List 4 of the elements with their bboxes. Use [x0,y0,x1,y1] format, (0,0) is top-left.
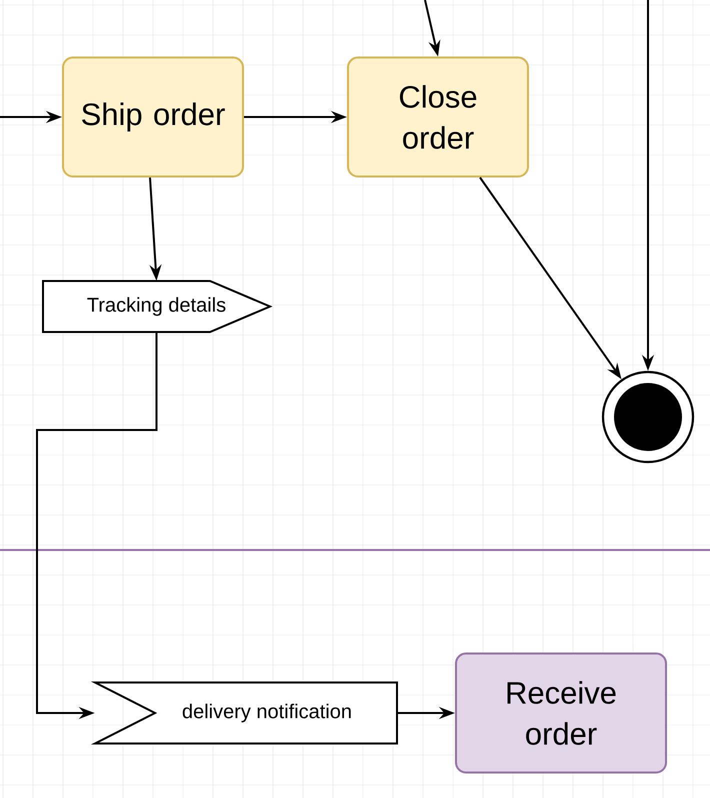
action-box: Receive order [455,652,667,774]
action-box: Ship order [62,56,244,178]
final-node [602,370,694,464]
action-box: Close order [347,56,529,178]
